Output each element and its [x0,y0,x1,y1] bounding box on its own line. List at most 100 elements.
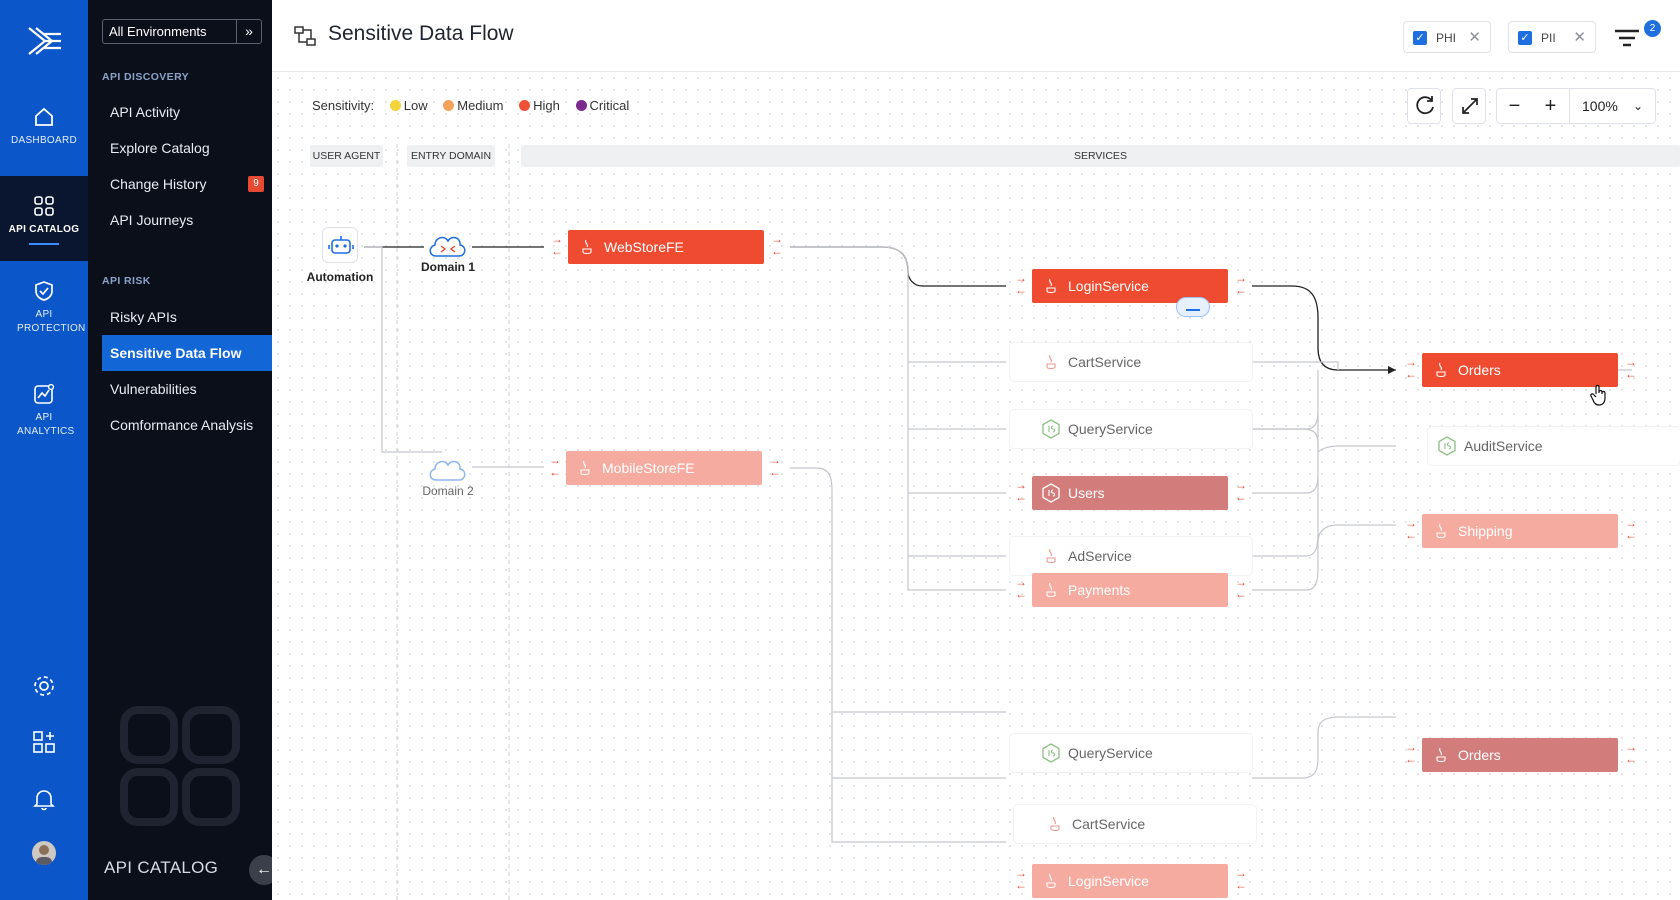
java-icon [1046,582,1056,598]
gear-icon[interactable] [30,672,58,700]
service-node-queryservice[interactable]: QueryService [1010,410,1252,448]
port-arrows-icon: →← [1235,478,1247,504]
port-arrows-icon: →← [1235,575,1247,601]
port-arrows-icon: →← [771,232,783,258]
sidebar-item-change-history[interactable]: Change History 9 [102,166,272,202]
service-label: MobileStoreFE [566,451,762,485]
change-count-badge: 9 [248,176,264,192]
refresh-button[interactable] [1407,88,1441,124]
zoom-controls: − + 100% ⌄ [1496,88,1656,124]
sidebar-item-vulnerabilities[interactable]: Vulnerabilities [110,381,197,397]
brand-logo-icon[interactable] [26,22,64,60]
sidebar-item-sensitive-data-flow[interactable]: Sensitive Data Flow [102,335,272,371]
sidebar-item-risky-apis[interactable]: Risky APIs [110,309,177,325]
java-icon [580,460,590,476]
port-arrows-icon: →← [1625,516,1637,542]
port-arrows-icon: →← [1015,271,1027,297]
service-label: AuditService [1428,429,1648,463]
zoom-in-button[interactable]: + [1544,95,1557,117]
column-header-entry-domain: ENTRY DOMAIN [407,145,495,167]
collapse-group-button[interactable] [1176,297,1210,317]
service-name: AdService [1068,548,1132,564]
sidebar-item-label: Change History [110,176,207,192]
secondary-sidebar: All Environments » API DISCOVERY API Act… [88,0,279,900]
cloud-icon[interactable] [426,228,470,262]
legend-item-low: Low [403,98,428,113]
nodejs-icon [1438,436,1456,456]
service-node-loginservice-2[interactable]: →← LoginService →← [1010,862,1252,900]
flow-canvas[interactable]: Sensitivity: Low Medium High Critical − … [272,72,1680,900]
service-node-cartservice-2[interactable]: CartService [1014,805,1256,843]
user-agent-node[interactable] [322,227,358,263]
environment-selector[interactable]: All Environments » [102,19,262,44]
sidebar-item-explore-catalog[interactable]: Explore Catalog [110,140,210,156]
service-node-webstorefe[interactable]: →← WebStoreFE →← [546,228,788,266]
service-node-auditservice[interactable]: AuditService [1428,427,1680,465]
legend-label: Sensitivity: [312,98,375,113]
service-node-orders-2[interactable]: →← Orders →← [1400,736,1642,774]
rail-item-api-catalog[interactable]: API CATALOG [0,176,88,261]
zoom-level-select[interactable]: 100% ⌄ [1569,89,1655,123]
user-agent-label: Automation [306,270,374,284]
port-arrows-icon: →← [1405,516,1417,542]
service-label: WebStoreFE [568,230,764,264]
java-icon [1046,548,1056,564]
rail-item-label: API ANALYTICS [17,412,75,437]
domain-label: Domain 1 [420,260,475,274]
close-icon[interactable]: ✕ [1573,29,1586,46]
rail-item-api-protection[interactable]: API PROTECTION [0,280,88,336]
column-header-services: SERVICES [521,145,1680,167]
primary-rail: DASHBOARD API CATALOG API PROTECTION API… [0,0,88,900]
service-label: Payments [1032,573,1228,607]
sidebar-item-api-journeys[interactable]: API Journeys [110,212,194,228]
legend-dot-medium [443,100,455,111]
inactive-edges [364,246,1632,843]
home-icon [35,107,53,126]
arrow-head [1388,366,1396,374]
service-node-queryservice-2[interactable]: QueryService [1010,734,1252,772]
service-node-payments[interactable]: →← Payments →← [1010,571,1252,609]
fullscreen-button[interactable] [1452,88,1486,124]
sidebar-item-api-activity[interactable]: API Activity [110,104,181,120]
java-icon [1046,354,1056,370]
double-chevron-right-icon[interactable]: » [236,20,261,43]
service-node-orders[interactable]: →← Orders →← [1400,351,1642,389]
service-node-users[interactable]: →← Users →← [1010,474,1252,512]
nodejs-icon [1042,483,1060,503]
legend-item-high: High [533,98,560,113]
refresh-icon [1416,96,1434,115]
service-node-shipping[interactable]: →← Shipping →← [1400,512,1642,550]
checkbox-checked-icon[interactable]: ✓ [1413,31,1427,45]
add-widget-icon[interactable] [30,728,58,756]
service-label: CartService [1036,807,1232,841]
sidebar-item-comformance-analysis[interactable]: Comformance Analysis [110,417,254,433]
cloud-icon[interactable] [426,452,470,486]
legend-dot-critical [575,100,587,111]
port-arrows-icon: →← [1625,740,1637,766]
service-node-mobilestorefe[interactable]: →← MobileStoreFE →← [544,449,786,487]
avatar[interactable] [32,841,56,865]
section-title-api-risk: API RISK [102,275,151,287]
service-label: Orders [1422,738,1618,772]
service-node-adservice[interactable]: AdService [1010,537,1252,575]
close-icon[interactable]: ✕ [1468,29,1481,46]
rail-item-api-analytics[interactable]: API ANALYTICS [0,383,88,439]
bell-icon[interactable] [30,785,58,813]
service-node-cartservice[interactable]: CartService [1010,343,1252,381]
service-name: LoginService [1068,278,1149,294]
rail-item-label: API PROTECTION [17,309,86,334]
zoom-out-button[interactable]: − [1508,95,1521,117]
section-title-api-discovery: API DISCOVERY [102,71,190,83]
filter-chip-pii[interactable]: ✓ PII ✕ [1508,21,1596,53]
service-node-loginservice[interactable]: →← LoginService →← [1010,267,1252,305]
checkbox-checked-icon[interactable]: ✓ [1518,31,1532,45]
shield-icon [35,281,53,301]
filter-icon[interactable] [1612,26,1642,50]
service-label: LoginService [1032,864,1228,898]
chevron-down-icon: ⌄ [1632,99,1643,113]
legend-item-critical: Critical [589,98,630,113]
port-arrows-icon: →← [551,232,563,258]
filter-chip-phi[interactable]: ✓ PHI ✕ [1403,21,1491,53]
service-name: Shipping [1458,523,1513,539]
rail-item-dashboard[interactable]: DASHBOARD [0,106,88,148]
